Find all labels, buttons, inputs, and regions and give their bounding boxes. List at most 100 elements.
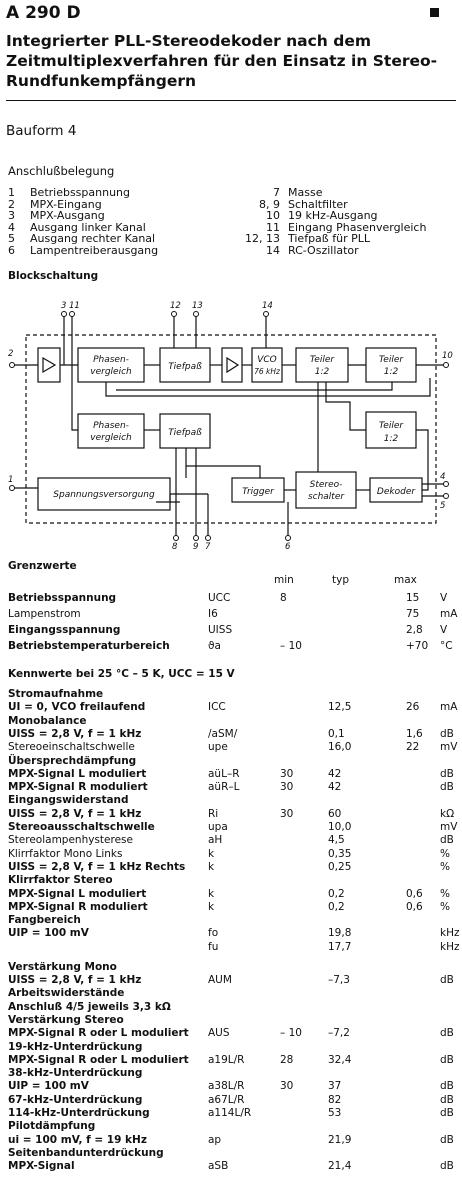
cell-typ: 0,1	[328, 727, 345, 740]
table-row: Fangbereich	[8, 914, 458, 927]
cell-label: 19-kHz-Unterdrückung	[8, 1040, 143, 1053]
cell-sym: a114L/R	[208, 1107, 252, 1119]
cell-typ: 21,4	[328, 1160, 352, 1173]
table-row: Übersprechdämpfung	[8, 755, 458, 768]
tiefpass-label: Tiefpaß	[168, 428, 202, 438]
table-row: Verstärkung Stereo	[8, 1014, 458, 1027]
vco-freq-label: 76 kHz	[254, 367, 281, 376]
cell-label: UISS = 2,8 V, f = 1 kHz Rechts	[8, 860, 186, 873]
cell-min: – 10	[280, 1027, 302, 1040]
cell-sym: k	[208, 887, 215, 900]
cell-typ: –7,3	[328, 974, 350, 986]
ic-outline	[25, 334, 437, 524]
table-row: Stromaufnahme	[8, 688, 458, 701]
cell-sym: UISS	[208, 624, 233, 636]
cell-label: UISS = 2,8 V, f = 1 kHz	[8, 727, 142, 740]
cell-unit: dB	[440, 781, 454, 794]
cell-sym: UCC	[208, 592, 231, 604]
cell-min: 8	[280, 592, 287, 604]
cell-unit: dB	[440, 727, 454, 740]
cell-typ: 32,4	[328, 1053, 352, 1066]
characteristics-heading: Kennwerte bei 25 °C – 5 K, UCC = 15 V	[8, 668, 235, 680]
cell-label: Monobalance	[8, 714, 87, 727]
cell-label: MPX-Signal R oder L moduliert	[8, 1053, 189, 1066]
table-row: Pilotdämpfung	[8, 1120, 458, 1133]
cell-label: Stereoausschaltschwelle	[8, 821, 155, 833]
cell-unit: V	[440, 624, 448, 636]
vco-block	[251, 347, 283, 383]
cell-unit: dB	[440, 1093, 454, 1106]
cell-unit: °C	[440, 640, 453, 652]
pin-8: 8	[172, 542, 178, 552]
package-type: Bauform 4	[6, 123, 77, 139]
cell-unit: mA	[440, 701, 458, 714]
cell-sym: AUM	[208, 974, 232, 986]
cell-label: Verstärkung Mono	[8, 960, 117, 973]
cell-max: 26	[406, 701, 420, 714]
table-row: 38-kHz-Unterdrückung	[8, 1067, 458, 1080]
pin-2: 2	[8, 349, 13, 359]
cell-label: Stromaufnahme	[8, 688, 104, 700]
cell-label: UIP = 100 mV	[8, 1080, 89, 1093]
cell-min: 30	[280, 1080, 294, 1093]
pin-1: 1	[8, 475, 13, 485]
cell-label: ui = 100 mV, f = 19 kHz	[8, 1133, 147, 1146]
cell-max: 0,6	[406, 887, 423, 900]
table-row: Monobalance	[8, 715, 458, 728]
table-row: Klirrfaktor Stereo	[8, 874, 458, 887]
cell-label: UISS = 2,8 V, f = 1 kHz	[8, 974, 142, 986]
cell-label: Anschluß 4/5 jeweils 3,3 kΩ	[8, 1000, 171, 1013]
cell-sym: a38L/R	[208, 1080, 245, 1093]
cell-label: Eingangsspannung	[8, 624, 121, 636]
cell-unit: dB	[440, 1160, 454, 1173]
cell-sym: aüL–R	[208, 767, 240, 780]
lowpass-2-block	[159, 413, 211, 449]
table-row: Seitenbandunterdrückung	[8, 1147, 458, 1160]
cell-label: MPX-Signal R moduliert	[8, 900, 148, 913]
pin-12: 12	[170, 301, 181, 311]
cell-max: 22	[406, 741, 420, 754]
pin-5: 5	[440, 501, 445, 511]
page-subtitle: Integrierter PLL-Stereodekoder nach dem …	[6, 32, 438, 90]
cell-max: 0,6	[406, 900, 423, 913]
cell-typ: 16,0	[328, 741, 352, 754]
cell-label: Pilotdämpfung	[8, 1120, 96, 1133]
cell-label: Stereoeinschaltschwelle	[8, 741, 135, 754]
input-buffer-block	[37, 347, 61, 383]
cell-label: MPX-Signal L moduliert	[8, 887, 147, 900]
cell-typ: 0,35	[328, 847, 352, 860]
ratio-label: 1:2	[315, 367, 330, 377]
cell-sym: upe	[208, 741, 228, 754]
pin-7: 7	[205, 542, 211, 552]
table-row: Anschluß 4/5 jeweils 3,3 kΩ	[8, 1001, 458, 1014]
cell-unit: dB	[440, 1133, 454, 1146]
table-row: 19-kHz-Unterdrückung	[8, 1041, 458, 1054]
cell-unit: V	[440, 592, 448, 604]
phase-comparator-2-block	[77, 413, 145, 449]
pin-3: 3	[61, 301, 66, 311]
cell-label: Stereolampenhysterese	[8, 834, 133, 847]
cell-sym: aSB	[208, 1160, 229, 1173]
cell-sym: upa	[208, 821, 228, 833]
cell-typ: 17,7	[328, 940, 352, 953]
cell-label: MPX-Signal R moduliert	[8, 781, 148, 794]
cell-sym: aüR–L	[208, 781, 240, 794]
tiefpass-label: Tiefpaß	[168, 362, 202, 372]
cell-max: 1,6	[406, 727, 423, 740]
cell-unit: dB	[440, 974, 454, 986]
cell-label: UISS = 2,8 V, f = 1 kHz	[8, 807, 142, 820]
cell-typ: 19,8	[328, 927, 352, 940]
